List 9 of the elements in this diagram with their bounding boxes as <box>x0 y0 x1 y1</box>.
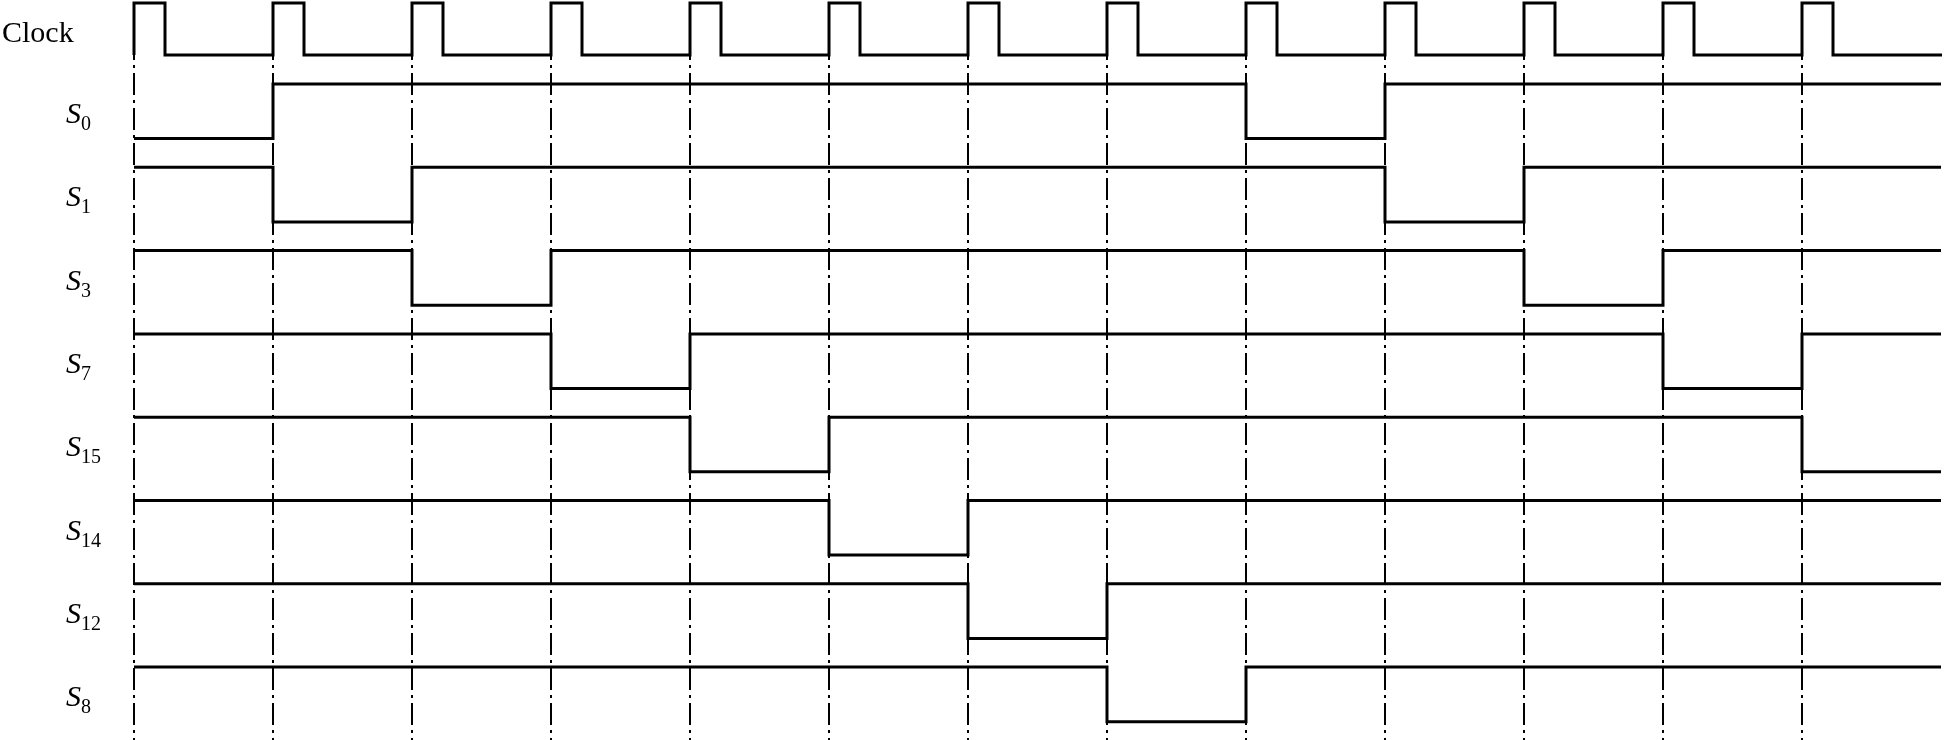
signal-label: S$_{0}$ <box>66 98 91 133</box>
signal-label: S$_{7}$ <box>66 347 91 383</box>
signal-label: S$_{3}$ <box>66 264 91 300</box>
clock-label: Clock <box>2 17 74 47</box>
signal-label: S$_{1}$ <box>66 181 91 217</box>
signal-label: S$_{12}$ <box>66 597 101 633</box>
signal-label: S$_{15}$ <box>66 431 101 467</box>
signal-label: S$_{14}$ <box>66 514 101 550</box>
signal-label: S$_{8}$ <box>66 681 91 717</box>
